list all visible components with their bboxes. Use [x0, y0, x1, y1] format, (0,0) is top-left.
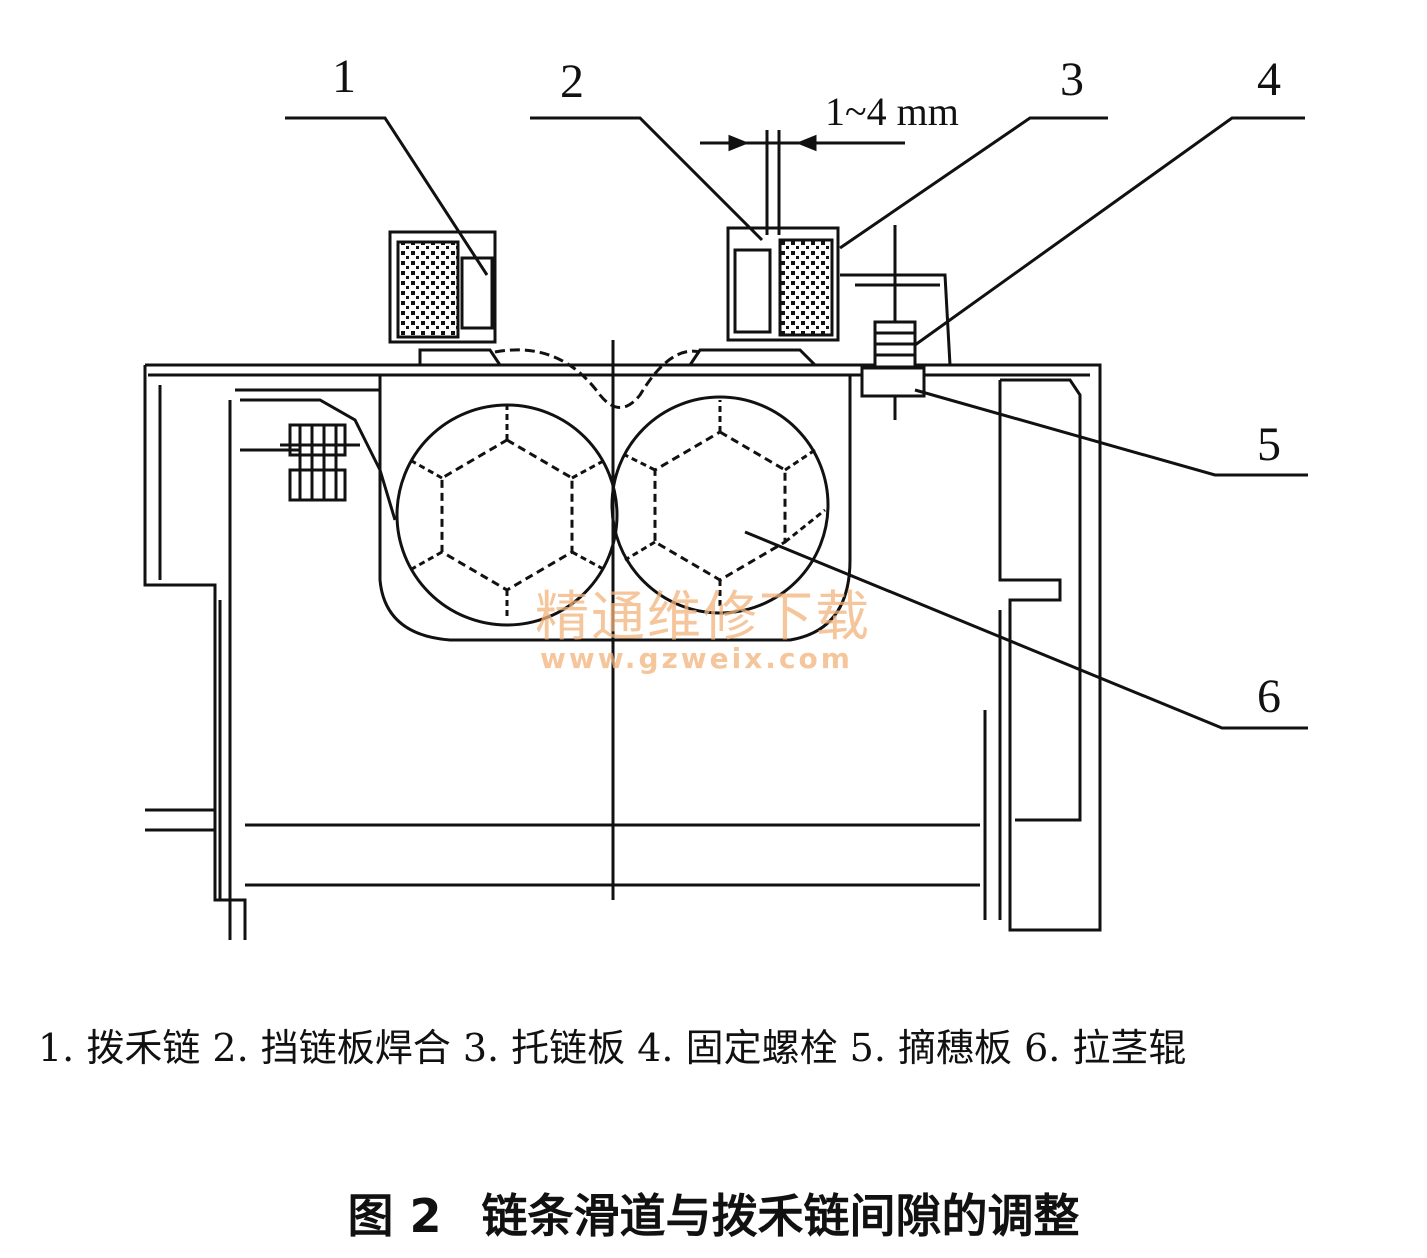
chain-guide-left: [388, 230, 503, 367]
chain-guide-right: [687, 226, 840, 367]
leader-lines: [285, 116, 1308, 730]
gap-dimension-label: 1~4 mm: [825, 89, 959, 134]
left-bolt-assembly: [280, 423, 360, 502]
callout-4: 4: [1257, 53, 1281, 106]
callout-5: 5: [1257, 418, 1281, 471]
gap-dimension: [700, 130, 905, 235]
caption-number: 图 2: [347, 1189, 442, 1243]
callout-3: 3: [1060, 53, 1084, 106]
watermark-text: 精通维修下载: [535, 585, 871, 648]
callout-1: 1: [332, 50, 356, 103]
caption-title: 链条滑道与拨禾链间隙的调整: [481, 1189, 1080, 1243]
callout-2: 2: [560, 55, 584, 108]
callout-6: 6: [1257, 670, 1281, 723]
chain-path: [494, 348, 701, 409]
left-roller: [395, 403, 619, 627]
figure-legend: 1. 拨禾链 2. 挡链板焊合 3. 托链板 4. 固定螺栓 5. 摘穗板 6.…: [38, 1026, 1187, 1070]
right-roller: [610, 395, 830, 615]
watermark-url: www.gzweix.com: [540, 642, 853, 675]
figure-caption: 图 2 链条滑道与拨禾链间隙的调整: [0, 1180, 1427, 1246]
machine-frame: [143, 340, 1102, 940]
fixing-bolt: [860, 320, 926, 398]
